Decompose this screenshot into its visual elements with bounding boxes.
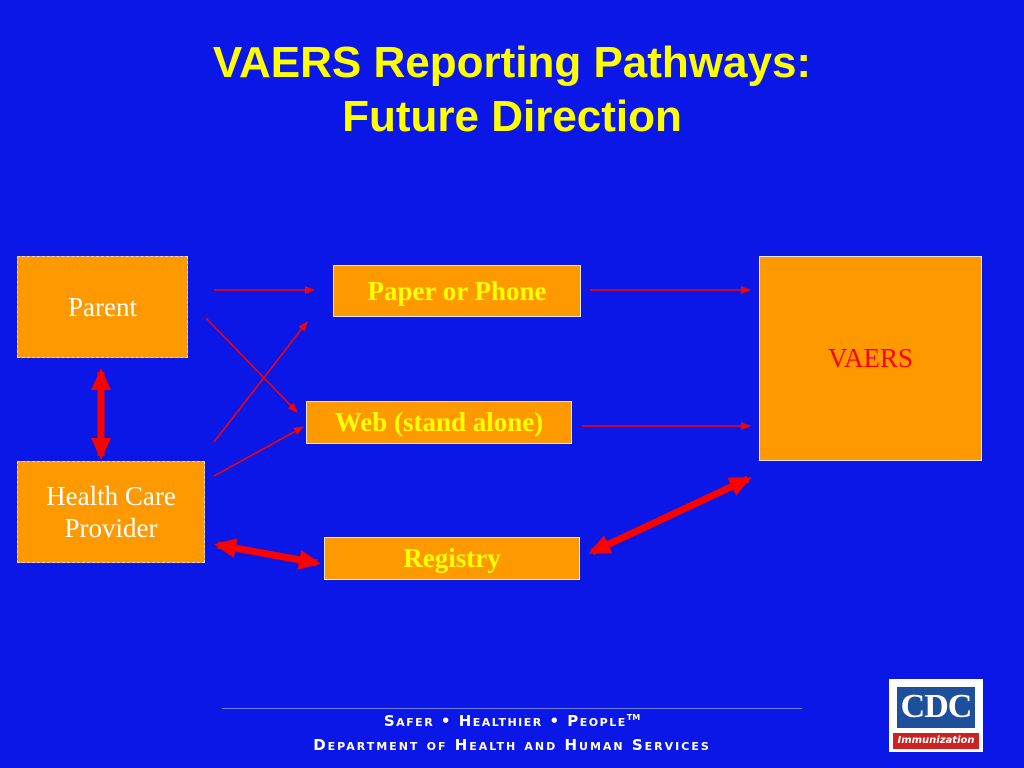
footer-slogan: Safer • Healthier • PeopleTM bbox=[0, 712, 1024, 730]
slide-title: VAERS Reporting Pathways: Future Directi… bbox=[0, 36, 1024, 144]
footer-divider bbox=[222, 708, 802, 709]
cdc-immunization-logo: CDC Immunization bbox=[889, 679, 983, 752]
trademark-mark: TM bbox=[626, 713, 641, 722]
footer-slogan-text: Safer • Healthier • People bbox=[383, 712, 627, 730]
node-parent-label: Parent bbox=[68, 292, 137, 322]
cdc-logo-subtext: Immunization bbox=[893, 733, 979, 749]
arrow-provider-registry-bidirectional bbox=[214, 538, 321, 570]
node-paper-or-phone-label: Paper or Phone bbox=[367, 275, 547, 306]
node-vaers-label: VAERS bbox=[827, 343, 914, 373]
node-web-stand-alone: Web (stand alone) bbox=[306, 401, 572, 444]
node-provider-label-line-1: Health Care bbox=[46, 481, 176, 511]
node-web-label: Web (stand alone) bbox=[334, 407, 544, 437]
footer-department: Department of Health and Human Services bbox=[313, 736, 711, 754]
node-provider-label-line-2: Provider bbox=[64, 513, 158, 543]
node-parent: Parent bbox=[17, 256, 188, 358]
node-vaers: VAERS bbox=[759, 256, 982, 461]
title-line-2: Future Direction bbox=[342, 92, 682, 141]
arrow-provider-to-web bbox=[213, 426, 304, 477]
node-health-care-provider: Health Care Provider bbox=[17, 461, 205, 563]
node-registry-label: Registry bbox=[403, 543, 501, 573]
arrow-provider-to-paper bbox=[213, 321, 308, 443]
arrow-parent-to-web bbox=[205, 317, 298, 413]
node-registry: Registry bbox=[324, 537, 580, 580]
arrow-registry-vaers-bidirectional bbox=[588, 475, 752, 556]
node-paper-or-phone: Paper or Phone bbox=[333, 265, 581, 317]
title-line-1: VAERS Reporting Pathways: bbox=[212, 38, 812, 87]
cdc-logo-text: CDC bbox=[895, 685, 977, 730]
